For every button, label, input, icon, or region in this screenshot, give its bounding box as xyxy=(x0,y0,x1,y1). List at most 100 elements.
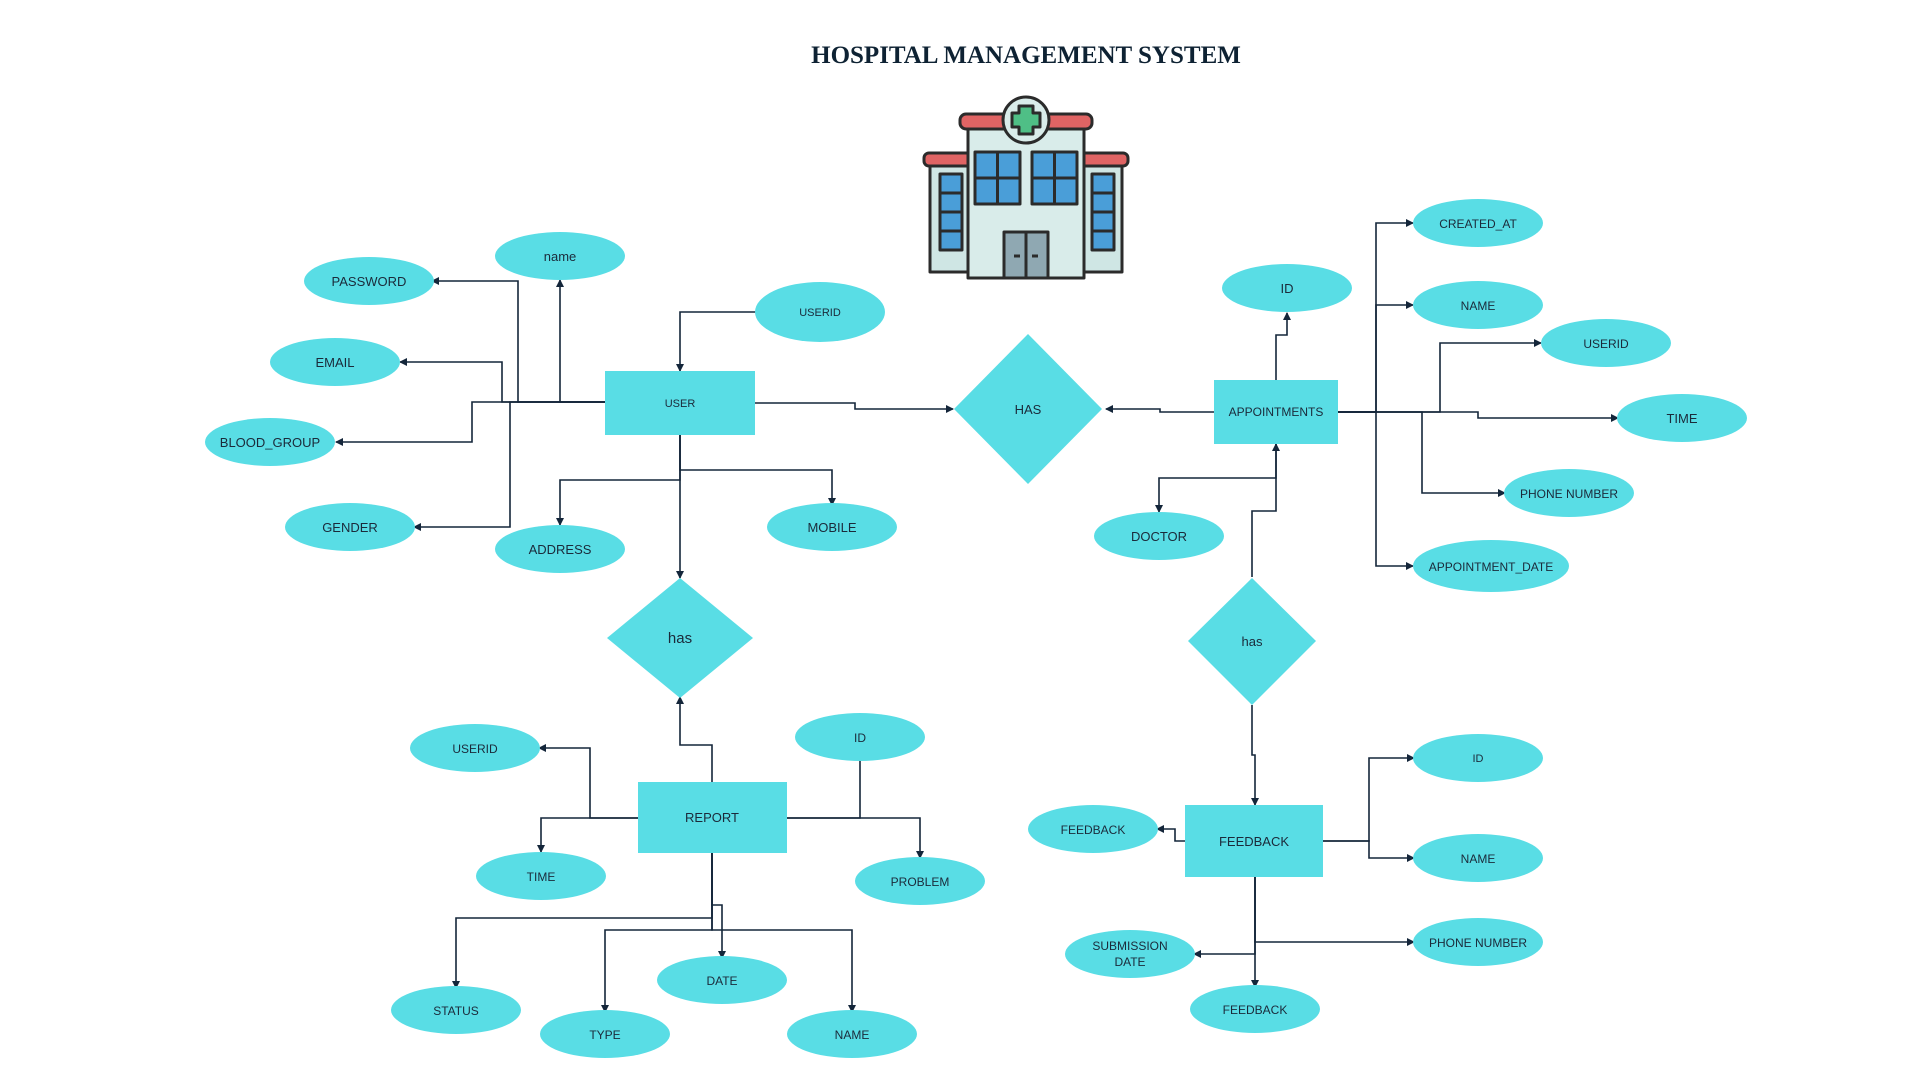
connector-report-has xyxy=(676,696,713,782)
connector-report-time xyxy=(537,817,638,853)
svg-text:STATUS: STATUS xyxy=(433,1004,479,1018)
connector-user-blood-group xyxy=(335,401,605,446)
connector-appointments-name xyxy=(1338,301,1414,413)
attribute-blood-group: BLOOD_GROUP xyxy=(205,418,335,466)
entity-feedback: FEEDBACK xyxy=(1185,805,1323,877)
attribute-report-status: STATUS xyxy=(391,986,521,1034)
svg-text:ID: ID xyxy=(1281,281,1294,296)
connector-report-problem xyxy=(787,817,924,859)
attribute-feedback-name: NAME xyxy=(1413,834,1543,882)
connector-appointments-phone xyxy=(1338,411,1506,497)
connector-feedback-phone xyxy=(1254,877,1415,946)
relationship-has-appointments-feedback: has xyxy=(1188,578,1316,705)
connector-lines xyxy=(335,219,1619,1013)
svg-text:TYPE: TYPE xyxy=(589,1028,620,1042)
attribute-appointment-userid: USERID xyxy=(1541,319,1671,367)
svg-text:DATE: DATE xyxy=(1114,955,1145,969)
svg-text:FEEDBACK: FEEDBACK xyxy=(1223,1003,1288,1017)
connector-feedback-id xyxy=(1323,754,1415,842)
svg-text:has: has xyxy=(668,630,692,647)
attribute-appointment-name: NAME xyxy=(1413,281,1543,329)
diagram-title: HOSPITAL MANAGEMENT SYSTEM xyxy=(811,42,1241,69)
attribute-gender: GENDER xyxy=(285,503,415,551)
attribute-feedback-id: ID xyxy=(1413,734,1543,782)
connector-appointments-has xyxy=(1105,405,1214,413)
svg-text:PHONE NUMBER: PHONE NUMBER xyxy=(1520,487,1618,501)
attribute-feedback-phone: PHONE NUMBER xyxy=(1413,918,1543,966)
attribute-appointment-id: ID xyxy=(1222,264,1352,312)
attribute-feedback-left: FEEDBACK xyxy=(1028,805,1158,853)
attribute-report-name: NAME xyxy=(787,1010,917,1058)
attribute-created-at: CREATED_AT xyxy=(1413,199,1543,247)
svg-text:PROBLEM: PROBLEM xyxy=(891,875,950,889)
connector-feedback-feedback-left xyxy=(1156,825,1185,842)
connector-user-name xyxy=(556,279,605,403)
connector-user-has xyxy=(755,402,954,413)
svg-text:APPOINTMENTS: APPOINTMENTS xyxy=(1229,405,1324,419)
svg-text:name: name xyxy=(544,249,577,264)
connector-appointments-time xyxy=(1338,411,1619,422)
svg-text:EMAIL: EMAIL xyxy=(315,355,354,370)
attribute-report-problem: PROBLEM xyxy=(855,857,985,905)
attribute-report-date: DATE xyxy=(657,956,787,1004)
svg-text:ADDRESS: ADDRESS xyxy=(529,542,592,557)
connector-appointments-id xyxy=(1275,312,1291,380)
attribute-mobile: MOBILE xyxy=(767,503,897,551)
connector-report-date xyxy=(711,853,726,959)
connector-feedback-submission-date xyxy=(1193,877,1256,958)
attribute-appointment-phone: PHONE NUMBER xyxy=(1504,469,1634,517)
connector-user-address xyxy=(556,435,681,526)
svg-text:CREATED_AT: CREATED_AT xyxy=(1439,217,1517,231)
svg-text:FEEDBACK: FEEDBACK xyxy=(1219,834,1289,849)
svg-text:ID: ID xyxy=(854,731,866,745)
relationship-has-user-appointments: HAS xyxy=(954,334,1102,484)
svg-text:PASSWORD: PASSWORD xyxy=(332,274,407,289)
attribute-appointment-time: TIME xyxy=(1617,394,1747,442)
svg-text:PHONE NUMBER: PHONE NUMBER xyxy=(1429,936,1527,950)
svg-text:DATE: DATE xyxy=(706,974,737,988)
attribute-feedback-bottom: FEEDBACK xyxy=(1190,985,1320,1033)
svg-text:BLOOD_GROUP: BLOOD_GROUP xyxy=(220,435,320,450)
connector-user-mobile xyxy=(679,435,836,506)
svg-text:DOCTOR: DOCTOR xyxy=(1131,529,1187,544)
attribute-address: ADDRESS xyxy=(495,525,625,573)
attribute-feedback-submission-date: SUBMISSION DATE xyxy=(1065,930,1195,978)
attribute-report-time: TIME xyxy=(476,852,606,900)
entity-report: REPORT xyxy=(638,782,787,853)
svg-text:NAME: NAME xyxy=(1461,852,1496,866)
connector-appointments-date xyxy=(1338,411,1414,570)
connector-user-email xyxy=(399,358,605,403)
svg-text:USER: USER xyxy=(665,398,696,410)
svg-text:FEEDBACK: FEEDBACK xyxy=(1061,823,1126,837)
connector-has-feedback xyxy=(1251,705,1259,806)
svg-text:NAME: NAME xyxy=(835,1028,870,1042)
hospital-building-icon xyxy=(922,95,1130,280)
svg-text:REPORT: REPORT xyxy=(685,810,739,825)
attribute-report-type: TYPE xyxy=(540,1010,670,1058)
connector-has-appointments xyxy=(1251,443,1280,577)
svg-text:USERID: USERID xyxy=(1583,337,1629,351)
connector-report-name xyxy=(711,853,856,1013)
connector-user-password xyxy=(431,277,605,403)
connector-appointments-userid xyxy=(1338,339,1542,413)
svg-text:TIME: TIME xyxy=(1666,411,1697,426)
attribute-password: PASSWORD xyxy=(304,257,434,305)
connector-user-userid xyxy=(676,311,757,372)
svg-text:GENDER: GENDER xyxy=(322,520,378,535)
svg-text:APPOINTMENT_DATE: APPOINTMENT_DATE xyxy=(1429,560,1553,574)
entity-user: USER xyxy=(605,371,755,435)
attribute-report-userid: USERID xyxy=(410,724,540,772)
attribute-userid: USERID xyxy=(755,282,885,342)
connector-appointments-doctor xyxy=(1155,444,1277,513)
svg-text:has: has xyxy=(1242,634,1263,649)
svg-text:USERID: USERID xyxy=(452,742,498,756)
relationship-has-user-report: has xyxy=(607,578,753,698)
svg-text:USERID: USERID xyxy=(799,307,841,319)
attribute-name: name xyxy=(495,232,625,280)
svg-text:SUBMISSION: SUBMISSION xyxy=(1092,939,1167,953)
attribute-doctor: DOCTOR xyxy=(1094,512,1224,560)
attribute-report-id: ID xyxy=(795,713,925,761)
connector-feedback-name xyxy=(1323,840,1415,862)
connector-report-userid xyxy=(538,744,638,819)
